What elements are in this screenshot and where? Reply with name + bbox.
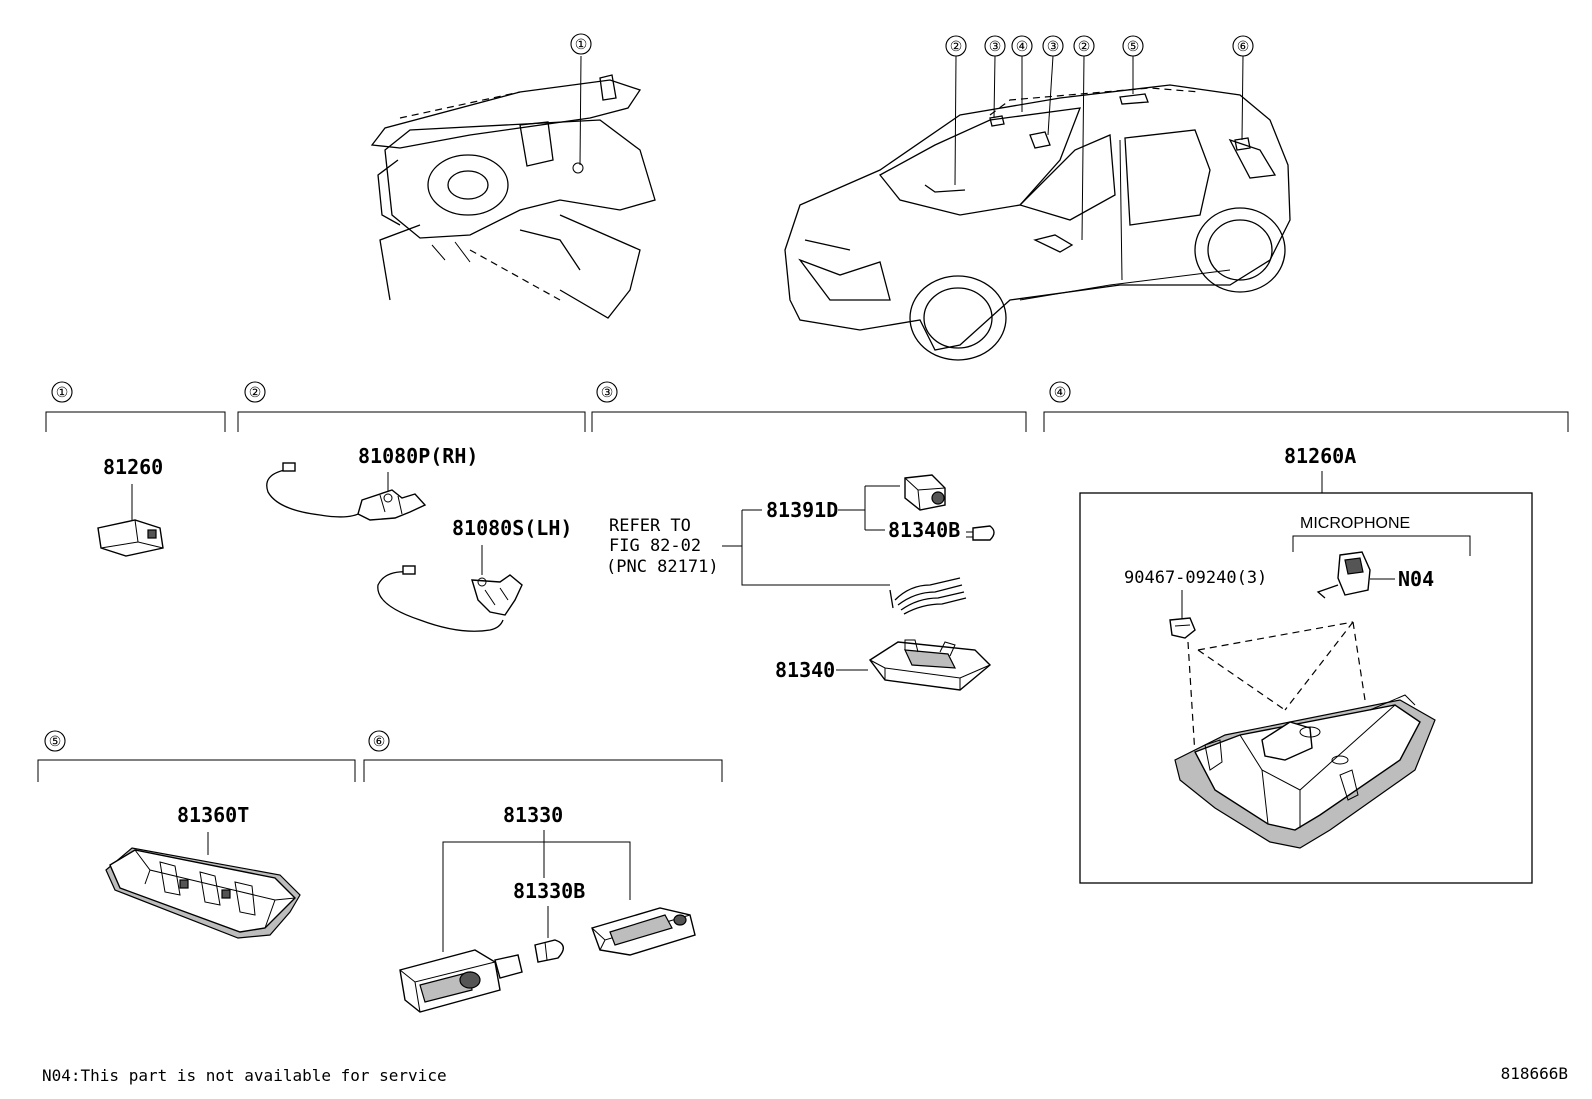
part-81330b-label: 81330B bbox=[513, 879, 585, 903]
section-3: ③ REFER TO FIG 82-02 (PNC 82171) 81391D … bbox=[591, 381, 1027, 691]
part-81260a-frame bbox=[1079, 492, 1533, 884]
car-callout-2b: ② bbox=[1078, 38, 1091, 54]
section-5: ⑤ 81360T bbox=[37, 730, 356, 939]
refer-line2: FIG 82-02 bbox=[609, 536, 701, 556]
callout-1-top-label: ① bbox=[575, 36, 588, 52]
part-81340-label: 81340 bbox=[775, 658, 835, 682]
dashboard-illustration bbox=[370, 74, 656, 319]
section-5-callout: ⑤ bbox=[49, 733, 62, 749]
wire-harness-illustration bbox=[889, 577, 967, 615]
part-81260a-illustration bbox=[1174, 694, 1436, 849]
section-1-callout: ① bbox=[56, 384, 69, 400]
part-N04-label: N04 bbox=[1398, 567, 1434, 591]
part-90467-label: 90467-09240(3) bbox=[1124, 568, 1267, 588]
part-81391d-illustration bbox=[904, 474, 946, 511]
part-81260-label: 81260 bbox=[103, 455, 163, 479]
car-callout-3a: ③ bbox=[989, 38, 1002, 54]
car-callout-4: ④ bbox=[1016, 38, 1029, 54]
part-81340-illustration bbox=[868, 639, 992, 691]
part-81260-illustration bbox=[97, 519, 164, 557]
part-N04-illustration bbox=[1316, 551, 1371, 599]
part-81360t-illustration bbox=[105, 847, 301, 939]
part-90467-illustration bbox=[1169, 617, 1196, 639]
section-3-callout: ③ bbox=[601, 384, 614, 400]
section-4: ④ 81260A MICROPHONE 90467-09240(3) N04 bbox=[1043, 381, 1569, 884]
car-callouts: ② ③ ④ ③ ② ⑤ ⑥ bbox=[945, 35, 1254, 241]
refer-line3: (PNC 82171) bbox=[606, 557, 719, 577]
callout-1-top: ① bbox=[570, 33, 592, 166]
car-illustration bbox=[784, 84, 1291, 361]
part-81080s-label: 81080S(LH) bbox=[452, 516, 572, 540]
section-1: ① 81260 bbox=[45, 381, 226, 557]
microphone-label: MICROPHONE bbox=[1300, 515, 1410, 532]
car-callout-6: ⑥ bbox=[1237, 38, 1250, 54]
part-81080p-label: 81080P(RH) bbox=[358, 444, 478, 468]
car-callout-5: ⑤ bbox=[1127, 38, 1140, 54]
part-81360t-label: 81360T bbox=[177, 803, 249, 827]
part-81391d-label: 81391D bbox=[766, 498, 838, 522]
section-6-callout: ⑥ bbox=[373, 733, 386, 749]
section-4-callout: ④ bbox=[1054, 384, 1067, 400]
refer-line1: REFER TO bbox=[609, 516, 691, 536]
section-6: ⑥ 81330 81330B bbox=[363, 730, 723, 1013]
part-81340b-label: 81340B bbox=[888, 518, 960, 542]
part-81080p-illustration bbox=[266, 462, 427, 521]
part-81330-housing-illustration bbox=[591, 907, 696, 956]
part-81080s-illustration bbox=[377, 565, 523, 632]
diagram-id: 818666B bbox=[1501, 1064, 1568, 1083]
section-2-callout: ② bbox=[249, 384, 262, 400]
part-81260a-label: 81260A bbox=[1284, 444, 1356, 468]
part-81340b-illustration bbox=[966, 525, 995, 541]
car-callout-2a: ② bbox=[950, 38, 963, 54]
part-81330b-bulb-illustration bbox=[534, 939, 564, 963]
part-81330-label: 81330 bbox=[503, 803, 563, 827]
footnote: N04:This part is not available for servi… bbox=[42, 1066, 447, 1085]
car-callout-3b: ③ bbox=[1047, 38, 1060, 54]
part-81330-lens-illustration bbox=[399, 949, 523, 1013]
section-2: ② 81080P(RH) 81080S(LH) bbox=[237, 381, 586, 632]
